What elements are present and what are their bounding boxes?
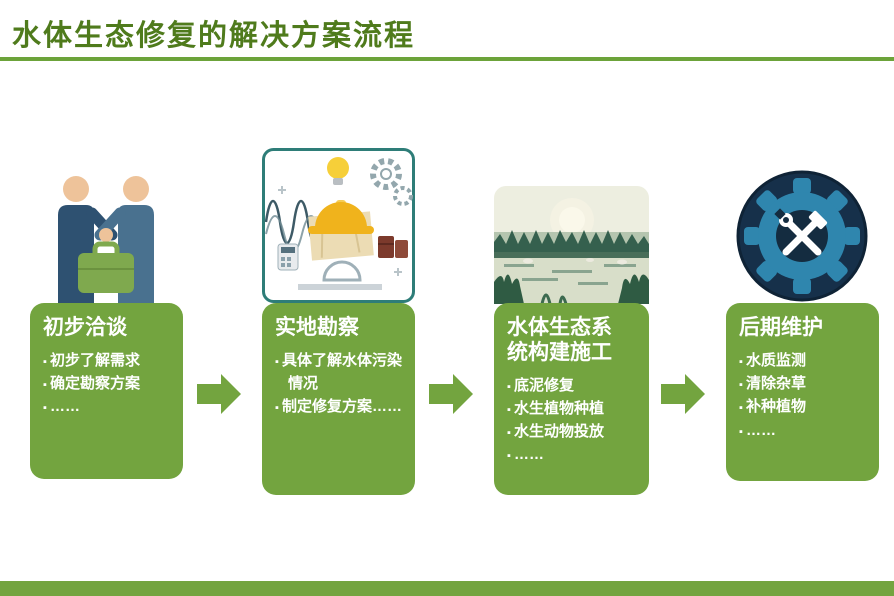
step-box-field-survey: 实地勘察 具体了解水体污染情况 制定修复方案…… <box>262 303 415 495</box>
bullet-list: 初步了解需求 确定勘察方案 …… <box>43 349 170 419</box>
step-title: 后期维护 <box>739 316 823 339</box>
bullet-item: 确定勘察方案 <box>43 372 170 395</box>
bullet-item: 制定修复方案…… <box>275 395 402 418</box>
bullet-item: …… <box>43 395 170 418</box>
bullet-item: 水生动物投放 <box>507 420 636 443</box>
step-title: 水体生态系统构建施工 <box>507 316 612 364</box>
bullet-item: 水生植物种植 <box>507 397 636 420</box>
step-title: 初步洽谈 <box>43 316 127 339</box>
survey-tools-icon <box>262 148 415 303</box>
page-title: 水体生态修复的解决方案流程 <box>12 20 416 52</box>
handshake-icon <box>58 176 154 303</box>
flow-arrow-1 <box>197 374 241 414</box>
step-box-initial-talk: 初步洽谈 初步了解需求 确定勘察方案 …… <box>30 303 183 479</box>
lake-forest-illustration <box>494 186 649 304</box>
flow-arrow-3 <box>661 374 705 414</box>
bullet-list: 具体了解水体污染情况 制定修复方案…… <box>275 349 402 419</box>
lake-forest-icon <box>494 186 649 304</box>
bullet-item: …… <box>507 443 636 466</box>
bullet-item: 具体了解水体污染情况 <box>275 349 402 396</box>
bullet-item: 初步了解需求 <box>43 349 170 372</box>
bullet-item: 补种植物 <box>739 395 866 418</box>
field-survey-illustration <box>262 148 415 303</box>
flow-arrow-2 <box>429 374 473 414</box>
footer-bar <box>0 581 894 596</box>
gear-tools-icon <box>736 170 868 302</box>
bullet-item: …… <box>739 419 866 442</box>
step-box-ecosystem-construction: 水体生态系统构建施工 底泥修复 水生植物种植 水生动物投放 …… <box>494 303 649 495</box>
bullet-item: 水质监测 <box>739 349 866 372</box>
step-box-maintenance: 后期维护 水质监测 清除杂草 补种植物 …… <box>726 303 879 481</box>
title-underline <box>0 57 894 61</box>
bullet-item: 清除杂草 <box>739 372 866 395</box>
maintenance-gear-illustration <box>732 166 872 306</box>
bullet-item: 底泥修复 <box>507 374 636 397</box>
handshake-illustration <box>32 153 180 303</box>
step-title: 实地勘察 <box>275 316 359 339</box>
bullet-list: 水质监测 清除杂草 补种植物 …… <box>739 349 866 442</box>
bullet-list: 底泥修复 水生植物种植 水生动物投放 …… <box>507 374 636 467</box>
